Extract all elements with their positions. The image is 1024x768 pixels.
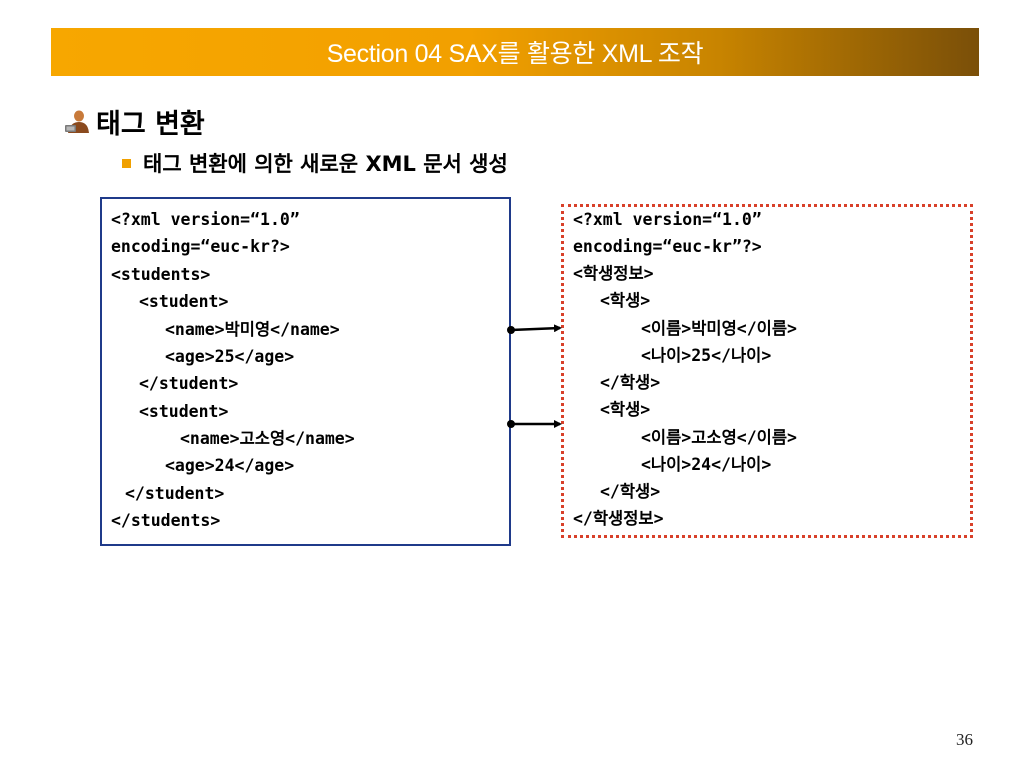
section-heading: 태그 변환 bbox=[62, 102, 205, 141]
right-code-line: <나이>25</나이> bbox=[641, 346, 772, 365]
heading-text: 태그 변환 bbox=[96, 109, 205, 140]
left-code-line: <age>25</age> bbox=[165, 347, 295, 366]
sub-bullet: 태그 변환에 의한 새로운 XML 문서 생성 bbox=[122, 148, 508, 178]
right-code-line: </학생> bbox=[600, 373, 661, 392]
right-code-line: <학생> bbox=[600, 291, 651, 310]
left-code-line: <student> bbox=[139, 402, 229, 421]
right-code-line: </학생정보> bbox=[573, 509, 664, 528]
arrow-name-1 bbox=[507, 324, 562, 334]
left-code-line: <?xml version=“1.0” bbox=[111, 210, 300, 229]
left-code-line: <student> bbox=[139, 292, 229, 311]
right-code-line: </학생> bbox=[600, 482, 661, 501]
right-code-line: <학생정보> bbox=[573, 264, 654, 283]
arrow-name-2 bbox=[507, 420, 562, 428]
left-code-line: </student> bbox=[139, 374, 239, 393]
page-number: 36 bbox=[956, 730, 973, 749]
header-bar: Section 04 SAX를 활용한 XML 조작 bbox=[51, 28, 979, 76]
original-xml-box bbox=[100, 197, 511, 546]
right-code-line: <이름>고소영</이름> bbox=[641, 428, 797, 447]
left-code-line: <name>박미영</name> bbox=[165, 320, 340, 339]
converted-xml-box bbox=[561, 204, 973, 538]
right-code-line: <?xml version=“1.0” bbox=[573, 210, 762, 229]
left-code-line: <name>고소영</name> bbox=[180, 429, 355, 448]
left-code-line: encoding=“euc-kr?> bbox=[111, 237, 290, 256]
sub-bullet-text: 태그 변환에 의한 새로운 XML 문서 생성 bbox=[143, 152, 508, 176]
right-code-line: <학생> bbox=[600, 400, 651, 419]
bullet-square-icon bbox=[122, 158, 131, 168]
left-code-line: </students> bbox=[111, 511, 221, 530]
left-code-line: <age>24</age> bbox=[165, 456, 295, 475]
right-code-line: <나이>24</나이> bbox=[641, 455, 772, 474]
left-code-line: <students> bbox=[111, 265, 211, 284]
person-icon bbox=[65, 110, 89, 133]
slide-title: Section 04 SAX를 활용한 XML 조작 bbox=[326, 40, 704, 68]
left-code-line: </student> bbox=[125, 484, 225, 503]
right-code-line: <이름>박미영</이름> bbox=[641, 319, 797, 338]
right-code-line: encoding=“euc-kr”?> bbox=[573, 237, 762, 256]
